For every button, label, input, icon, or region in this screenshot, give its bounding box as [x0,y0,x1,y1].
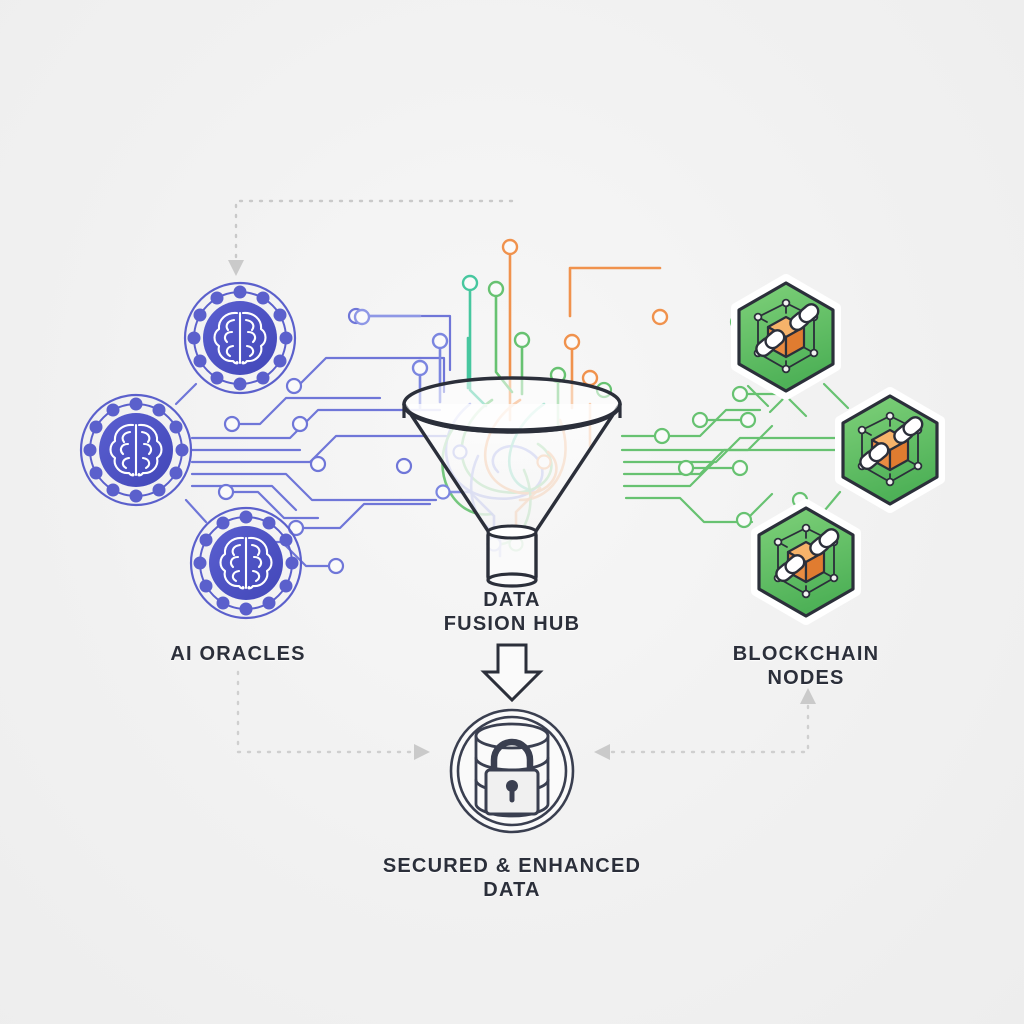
vault-to-nodes-arrow-head-left [594,744,610,760]
label-secured-enhanced-data-line1: SECURED & ENHANCED [382,855,642,877]
hub-to-vault-arrow [480,643,544,703]
oracles-to-vault-arrow [236,670,414,754]
vault-to-nodes-arrow-head-up [800,688,816,704]
label-data-fusion-hub: DATA FUSION HUB [392,588,632,637]
feedback-arrow-top-left-head [228,260,244,276]
label-blockchain-nodes: BLOCKCHAIN NODES [686,642,926,691]
label-data-fusion-hub-line2: FUSION HUB [443,613,581,636]
ai-oracle-node-top[interactable] [183,281,297,395]
blockchain-node-middle[interactable] [840,392,940,508]
label-secured-enhanced-data-line2: DATA [483,879,541,902]
ai-oracle-node-bottom[interactable] [189,506,303,620]
label-ai-oracles: AI ORACLES [118,642,358,666]
label-secured-enhanced-data: SECURED & ENHANCED DATA [332,854,692,903]
feedback-arrow-top-left [234,199,514,260]
blockchain-circuit-traces [620,382,850,524]
label-blockchain-nodes-line2: NODES [767,667,845,690]
data-fusion-funnel [402,376,622,588]
blockchain-node-bottom[interactable] [756,504,856,620]
blockchain-node-top[interactable] [736,279,836,395]
secured-data-vault[interactable] [449,708,575,834]
vault-to-nodes-arrow [610,704,810,754]
label-ai-oracles-text: AI ORACLES [170,643,306,665]
oracles-to-vault-arrow-head [414,744,430,760]
database-icon [474,722,550,818]
ai-circuit-traces [174,314,452,568]
label-blockchain-nodes-line1: BLOCKCHAIN [732,643,880,665]
ai-oracle-node-middle[interactable] [79,393,193,507]
label-data-fusion-hub-line1: DATA [483,589,541,611]
lock-icon [484,738,540,816]
